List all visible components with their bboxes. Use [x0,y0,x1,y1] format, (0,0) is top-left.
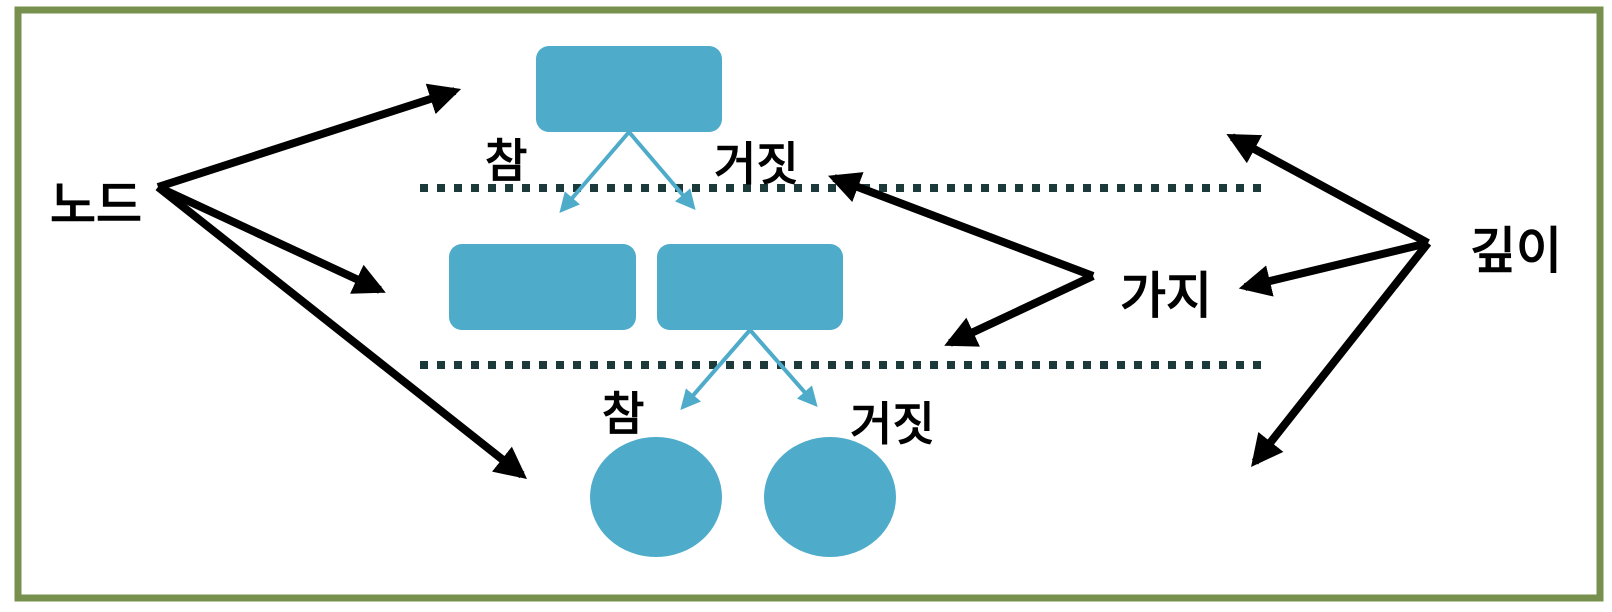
branch-arrow-true-top [559,130,631,214]
root-node [536,46,722,132]
node-pointer-arrow-child [156,183,386,294]
leaf-node-right [764,437,896,557]
depth-pointer-arrow-top [1226,133,1430,247]
false-label-bottom: 거짓 [850,397,935,451]
branch-arrow-false-top [627,130,696,211]
node-pointer-arrow-root [156,83,462,191]
depth-pointer-arrow-bottom [1251,240,1432,468]
depth-label: 깊이 [1470,222,1562,280]
node-pointer-arrow-leaf [155,183,528,479]
right-child-node [657,244,843,330]
leaf-node-left [590,437,722,557]
branch-arrow-false-bottom [748,328,818,408]
true-label-bottom: 참 [602,387,644,441]
depth-pointer-arrow-middle [1238,239,1429,297]
branch-label: 가지 [1120,267,1212,325]
branch-pointer-arrow-top [828,172,1095,280]
branch-arrow-true-bottom [680,328,752,411]
node-label: 노드 [50,176,142,234]
false-label-top: 거짓 [714,137,799,191]
true-label-top: 참 [485,134,527,188]
left-child-node [449,244,636,330]
branch-pointer-arrow-bottom [944,272,1095,347]
